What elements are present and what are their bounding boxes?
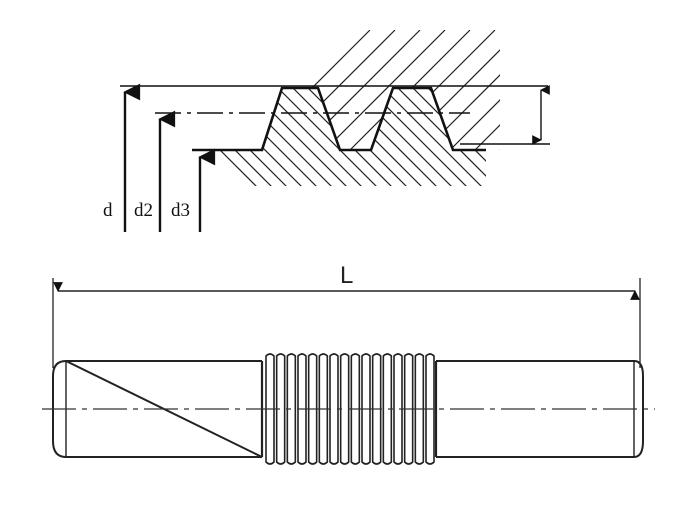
- mating-hatch-line: [600, 30, 700, 150]
- thread-crest: [275, 353, 286, 465]
- d3-label: d3: [171, 200, 190, 221]
- hatch-line: [214, 88, 276, 186]
- hatch-line: [439, 88, 486, 186]
- thread-crest: [382, 353, 393, 465]
- thread-profile-detail: d d2 d3: [103, 30, 700, 232]
- hatch-line: [424, 88, 486, 186]
- hatch-line: [214, 88, 261, 186]
- thread-crest: [307, 353, 318, 465]
- mating-hatch-line: [424, 30, 500, 150]
- mating-hatch-line: [324, 30, 446, 150]
- mating-hatch-line: [575, 30, 695, 150]
- thread-crest: [403, 353, 414, 465]
- hatch-line: [515, 70, 635, 190]
- thread-crest: [286, 353, 297, 465]
- thread-crest: [265, 353, 275, 465]
- thread-crest: [318, 353, 329, 465]
- mating-hatch-line: [399, 30, 500, 150]
- hatch-line: [379, 88, 486, 186]
- thread-crest: [329, 353, 339, 465]
- hatch-line: [469, 88, 486, 186]
- thread-crest: [425, 353, 435, 465]
- hatch-line: [484, 88, 486, 186]
- hatch-line: [214, 88, 291, 186]
- hatch-line: [500, 70, 620, 190]
- length-label: L: [340, 262, 353, 289]
- thread-profile-outline: [192, 86, 486, 152]
- thread-crest: [361, 353, 371, 465]
- mating-hatch-line: [474, 30, 500, 150]
- thread-crest: [339, 353, 350, 465]
- mating-hatch-line: [525, 30, 645, 150]
- threaded-rod-view: L: [42, 262, 655, 465]
- thread-crest: [297, 353, 307, 465]
- thread-crest: [350, 353, 361, 465]
- d2-label: d2: [134, 200, 153, 221]
- thread-crest: [393, 353, 403, 465]
- thread-crest: [371, 353, 382, 465]
- mating-hatch-line: [349, 30, 471, 150]
- mating-hatch-line: [499, 30, 500, 150]
- mating-hatch-line: [550, 30, 670, 150]
- mating-hatch-line: [449, 30, 500, 150]
- hatch-line: [454, 88, 486, 186]
- d-label: d: [103, 200, 113, 221]
- thread-crest: [414, 353, 425, 465]
